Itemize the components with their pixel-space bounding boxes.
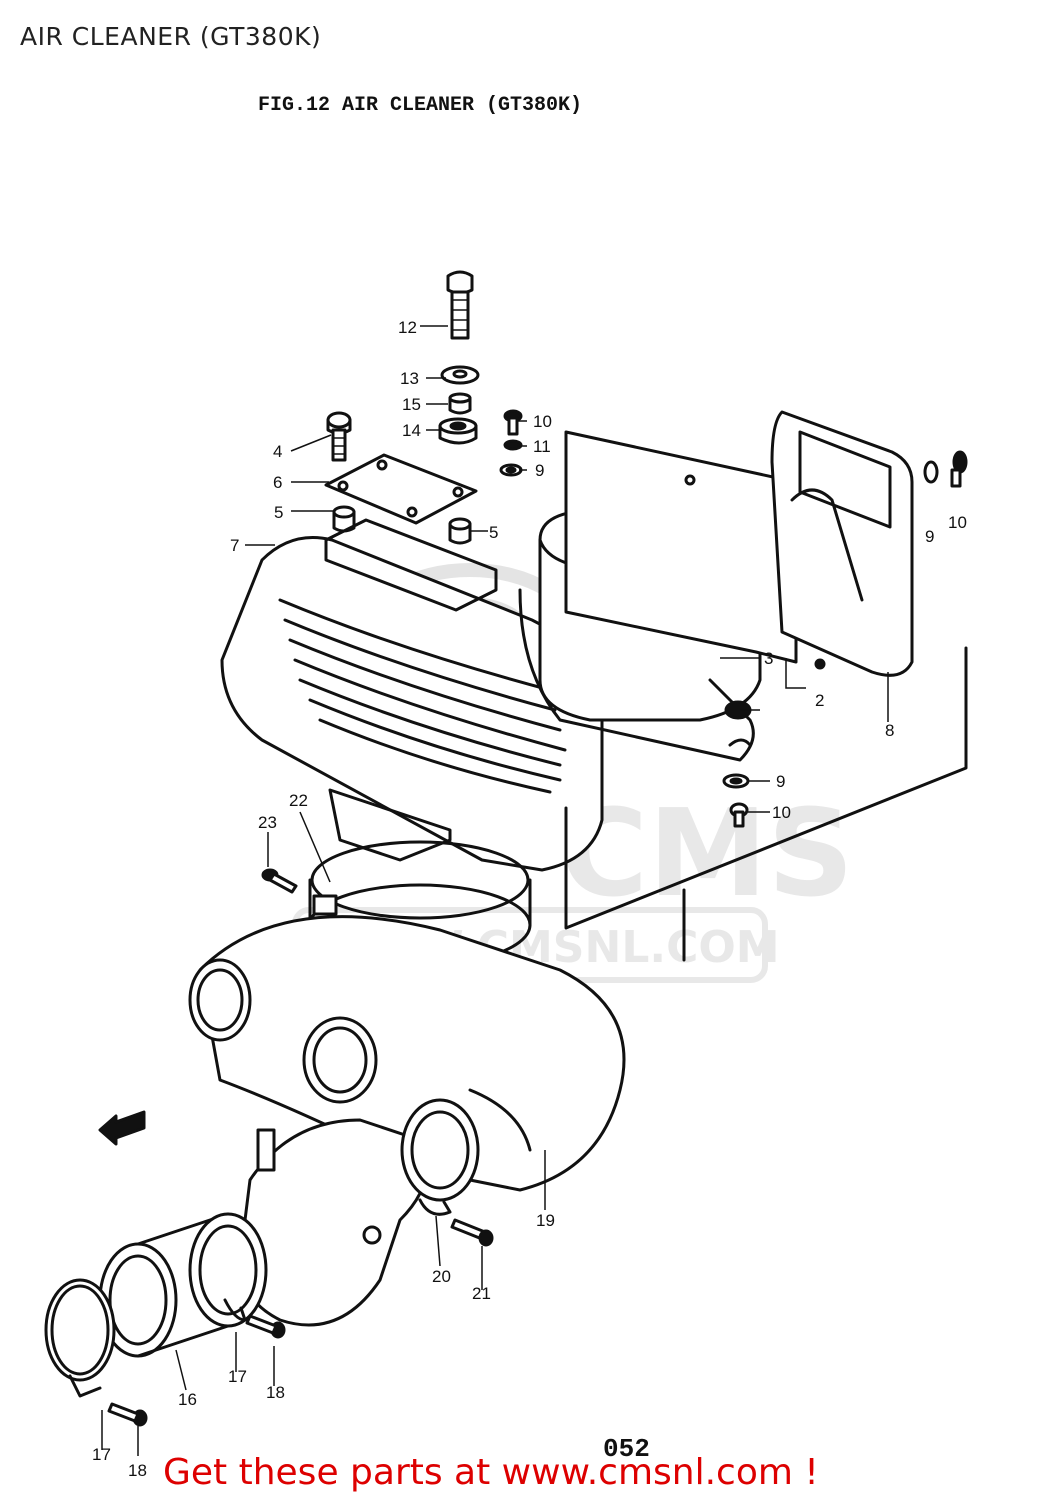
watermark-brand: CMS <box>560 785 854 924</box>
page-number: 052 <box>603 1434 650 1464</box>
callout-17-left: 17 <box>92 1445 111 1464</box>
part-13-washer <box>440 365 480 385</box>
callout-9-bottom: 9 <box>776 772 785 791</box>
callout-4: 4 <box>273 442 282 461</box>
callout-16: 16 <box>178 1390 197 1409</box>
figure-caption: FIG.12 AIR CLEANER (GT380K) <box>258 94 583 117</box>
callout-10-bottom: 10 <box>772 803 791 822</box>
callout-numbers: 12 13 15 14 10 11 9 4 6 5 5 7 9 10 3 2 8… <box>92 318 967 1480</box>
callout-5-left: 5 <box>274 503 283 522</box>
assembly-bracket <box>564 646 968 962</box>
callout-18-left: 18 <box>128 1461 147 1480</box>
callout-13: 13 <box>400 369 419 388</box>
callout-10-top: 10 <box>533 412 552 431</box>
leader-lines <box>101 325 889 1456</box>
part-4-screw <box>326 411 352 462</box>
callout-14: 14 <box>402 421 421 440</box>
callout-22: 22 <box>289 791 308 810</box>
callout-7: 7 <box>230 536 239 555</box>
part-11-lockwasher <box>503 439 523 451</box>
part-8-duct <box>770 410 914 677</box>
part-2-cover <box>518 588 755 762</box>
callout-18-right: 18 <box>266 1383 285 1402</box>
page-title: AIR CLEANER (GT380K) <box>20 22 322 51</box>
callout-3: 3 <box>764 649 773 668</box>
part-21-screw <box>450 1218 494 1247</box>
part-5-grommet-right <box>448 517 472 545</box>
callout-5-right: 5 <box>489 523 498 542</box>
callout-12: 12 <box>398 318 417 337</box>
part-12-bolt <box>446 270 474 340</box>
callout-20: 20 <box>432 1267 451 1286</box>
callout-9-right: 9 <box>925 527 934 546</box>
part-18-screw-right <box>245 1314 286 1339</box>
part-23-screw <box>261 868 298 894</box>
callout-10-right: 10 <box>948 513 967 532</box>
part-17-clamp-right <box>223 1298 247 1322</box>
part-9-washer-bottom <box>722 773 750 789</box>
part-20-clamp <box>418 1198 452 1216</box>
callout-8: 8 <box>885 721 894 740</box>
part-10-screw-top <box>503 409 523 436</box>
parts-cta-link[interactable]: Get these parts at www.cmsnl.com ! <box>163 1452 819 1493</box>
carburetor <box>238 1098 480 1327</box>
callout-11: 11 <box>533 437 551 456</box>
callout-23: 23 <box>258 813 277 832</box>
part-6-plate <box>324 453 478 525</box>
callout-2: 2 <box>815 691 824 710</box>
callout-15: 15 <box>402 395 421 414</box>
callout-19: 19 <box>536 1211 555 1230</box>
part-18-screw-left <box>107 1402 148 1427</box>
part-15-spacer <box>448 392 472 415</box>
part-9-washer-right <box>923 460 939 484</box>
callout-9-top: 9 <box>535 461 544 480</box>
callout-17-right: 17 <box>228 1367 247 1386</box>
part-16-inlet-pipe <box>98 1212 268 1358</box>
part-5-grommet-left <box>332 505 356 533</box>
callout-21: 21 <box>472 1284 491 1303</box>
part-9-washer-top <box>499 463 523 477</box>
part-10-screw-bottom <box>729 802 749 828</box>
part-14-grommet <box>438 417 478 445</box>
part-1-case-finned <box>220 518 604 872</box>
part-10-screw-right <box>950 450 968 488</box>
part-17-clamp-left <box>44 1278 116 1398</box>
callout-6: 6 <box>273 473 282 492</box>
front-arrow-icon <box>98 1110 146 1146</box>
